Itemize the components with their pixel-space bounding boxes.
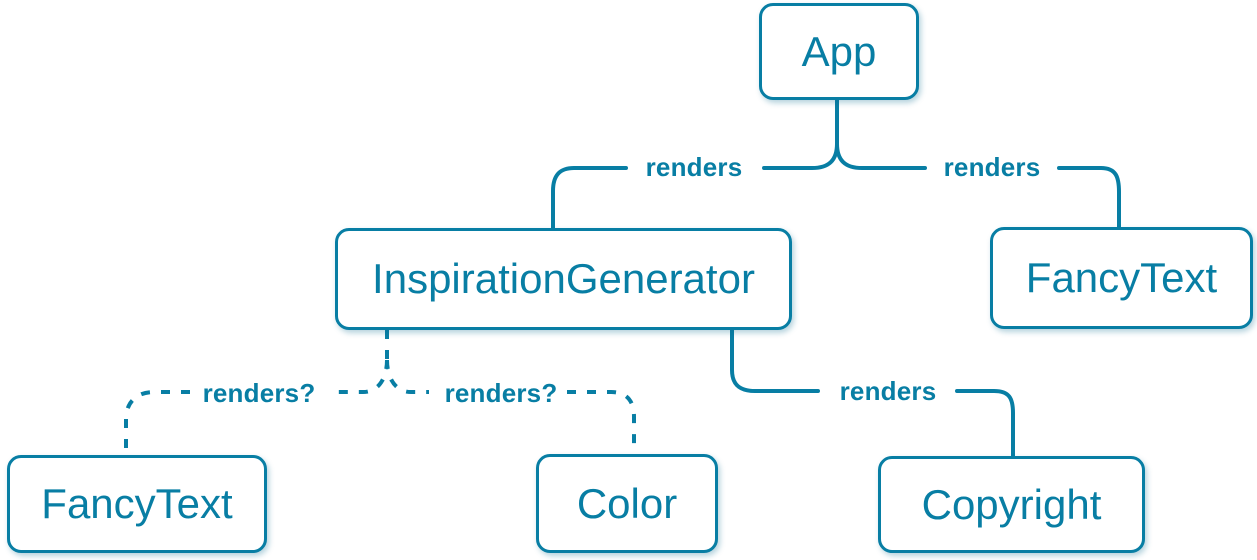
node-inspiration-generator-label: InspirationGenerator	[372, 255, 755, 302]
edge-label-renders-fancytext: renders	[943, 152, 1041, 182]
edge-inspiration-to-color-arm	[385, 359, 429, 394]
node-copyright: Copyright	[878, 456, 1145, 553]
node-fancy-text-bottom-label: FancyText	[41, 480, 233, 527]
node-fancy-text-top: FancyText	[990, 227, 1253, 329]
edge-inspiration-to-color-drop	[567, 390, 636, 454]
node-inspiration-generator: InspirationGenerator	[335, 228, 792, 330]
node-color-label: Color	[576, 479, 678, 527]
edge-inspiration-to-copyright-drop	[955, 389, 1015, 458]
edge-app-to-fancytext-drop	[1057, 166, 1121, 229]
edge-app-to-fancytext-arm	[835, 142, 927, 170]
node-color: Color	[536, 454, 718, 553]
edge-label-renders-inspiration: renders	[645, 152, 743, 182]
edge-inspiration-to-fancytext-arm	[330, 359, 389, 394]
node-copyright-label: Copyright	[921, 480, 1102, 528]
edge-inspiration-to-fancytext-drop	[124, 390, 190, 455]
node-app-label: App	[801, 27, 877, 75]
node-fancy-text-top-label: FancyText	[1025, 254, 1218, 301]
edge-label-renders-question-fancytext: renders?	[202, 378, 316, 408]
node-fancy-text-bottom: FancyText	[7, 455, 267, 553]
edge-inspiration-to-copyright-arm	[730, 328, 820, 393]
node-app: App	[759, 3, 919, 100]
edge-app-to-inspiration-arm	[762, 142, 839, 170]
edge-label-renders-copyright: renders	[839, 376, 937, 406]
edge-label-renders-question-color: renders?	[444, 378, 558, 408]
edge-app-to-inspiration-drop	[551, 166, 628, 230]
